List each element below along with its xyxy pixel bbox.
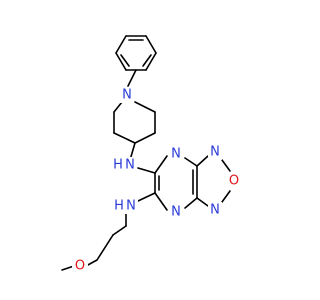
amine-nitrogen-lower: N (126, 199, 136, 214)
atom-labels: N N H N H N N N O N O (72, 87, 242, 275)
pyrazine-ring (154, 155, 198, 211)
bond-phenyl-piperidine (127, 69, 137, 87)
piperidine-ring (113, 101, 156, 144)
molecule-canvas: N N H N H N N N O N O (61, 35, 242, 275)
amine-hydrogen-lower: H (114, 199, 124, 214)
piperidine-nitrogen: N (122, 88, 132, 103)
methoxyethyl-chain (61, 192, 156, 271)
amine-nitrogen-upper: N (125, 158, 135, 173)
ether-oxygen: O (75, 259, 85, 274)
amine-hydrogen-upper: H (113, 158, 123, 173)
pyrazine-nitrogen-top: N (171, 147, 181, 162)
oxadiazole-nitrogen-top: N (210, 145, 220, 160)
oxadiazole-ring (196, 155, 231, 207)
molecule-structure: N N H N H N N N O N O (61, 35, 242, 275)
bond-amine-pyrazine-upper (137, 167, 156, 174)
oxadiazole-oxygen: O (229, 174, 239, 189)
pyrazine-nitrogen-bottom: N (171, 205, 181, 220)
oxadiazole-nitrogen-bottom: N (210, 203, 220, 218)
phenyl-ring (115, 35, 157, 71)
